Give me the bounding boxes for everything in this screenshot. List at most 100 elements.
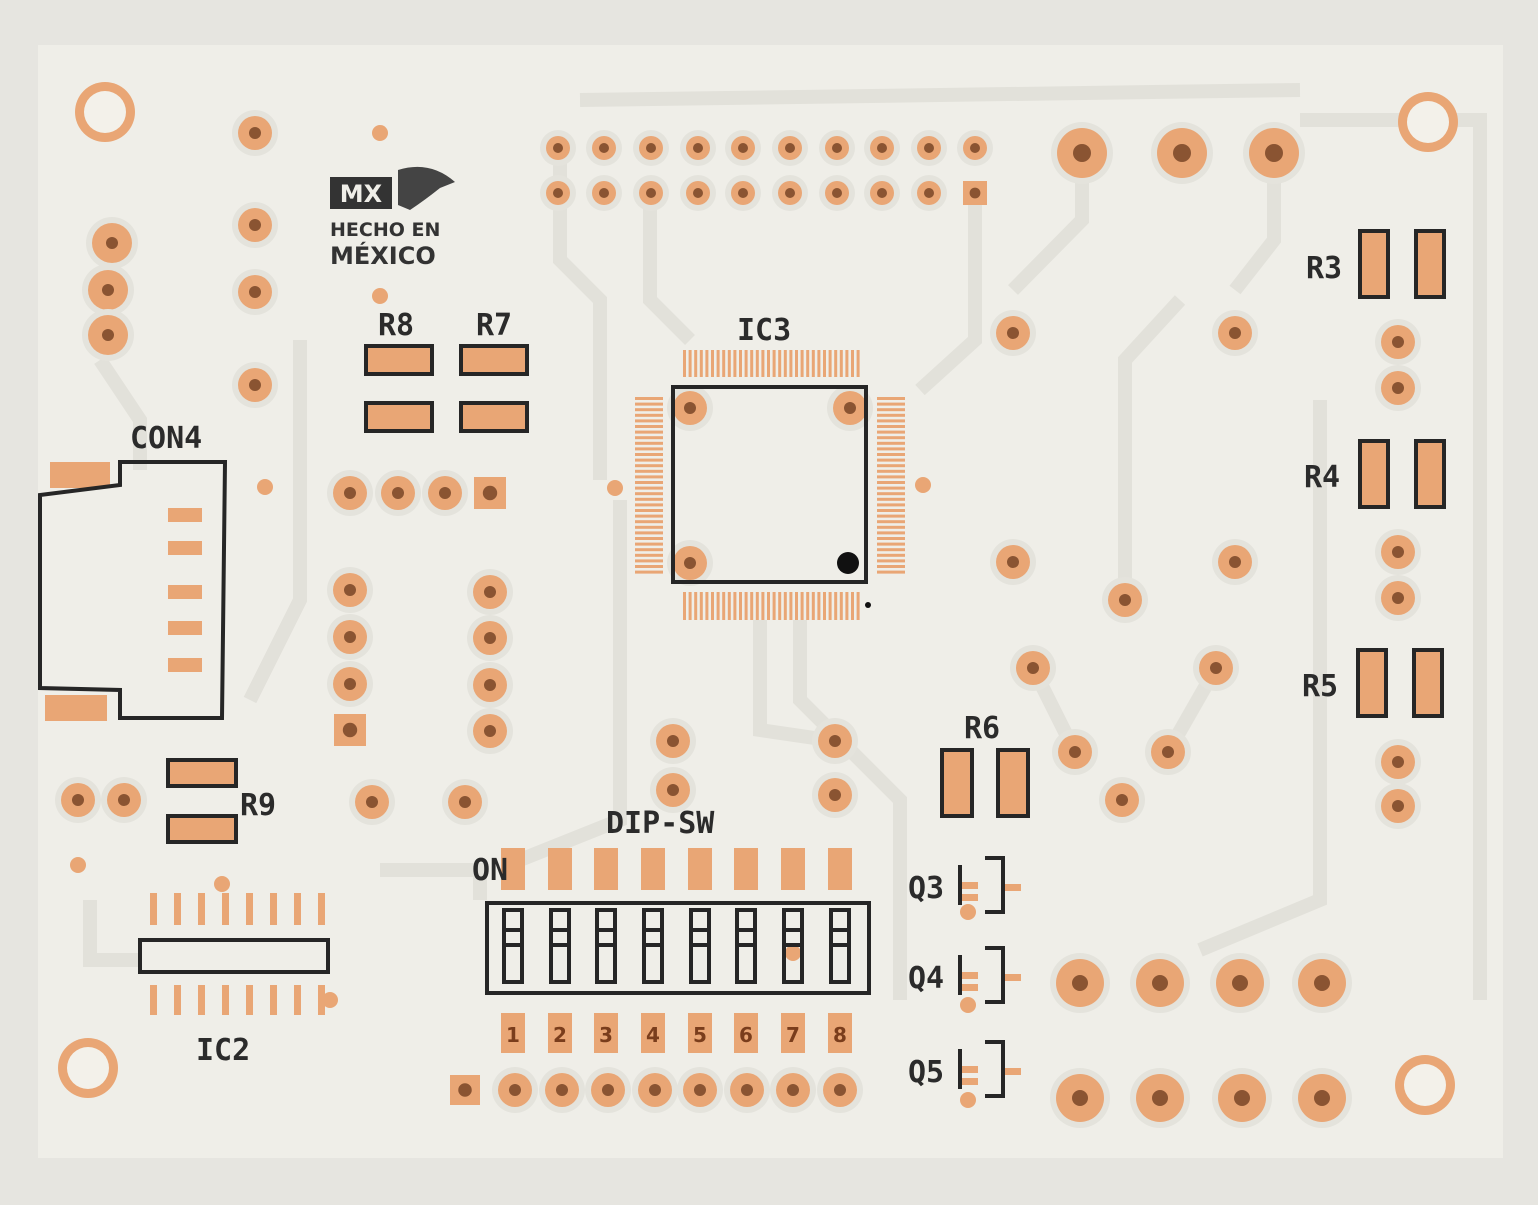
label-r7: R7 <box>476 308 512 343</box>
ic3-pin <box>877 408 905 412</box>
ic3-pin <box>877 509 905 512</box>
drill-hole <box>738 143 748 153</box>
ic2-pin <box>270 985 277 1015</box>
drill-hole <box>1173 144 1191 162</box>
ic3-pin <box>744 350 748 377</box>
ic3-pin <box>877 553 905 557</box>
drill-hole <box>482 485 498 501</box>
ic3-pin <box>635 397 663 400</box>
drill-hole <box>787 1084 799 1096</box>
dip-pad-bottom <box>688 1013 712 1053</box>
ic3-pin <box>877 492 905 496</box>
drill-hole <box>72 794 84 806</box>
ic2-pin <box>174 985 181 1015</box>
drill-hole <box>667 735 679 747</box>
ic2-pin <box>150 985 157 1015</box>
drill-hole <box>667 784 679 796</box>
drill-hole <box>1073 144 1091 162</box>
ic3-pin <box>795 350 798 377</box>
ic3-pin <box>877 559 905 563</box>
label-ic3: IC3 <box>737 313 791 348</box>
ic3-pin <box>739 350 742 377</box>
ic3-pin <box>705 592 709 620</box>
ic3-pin <box>877 548 905 552</box>
label-r8: R8 <box>378 308 414 343</box>
via <box>960 997 976 1013</box>
ic3-pin <box>694 592 698 620</box>
drill-hole <box>1392 382 1404 394</box>
svg-text:8: 8 <box>833 1023 847 1047</box>
drill-hole <box>1027 662 1039 674</box>
drill-hole <box>484 632 496 644</box>
ic2-pin <box>294 985 301 1015</box>
drill-hole <box>1392 336 1404 348</box>
ic3-pin <box>635 492 663 496</box>
ic3-pin <box>877 464 905 468</box>
dip-pad-top <box>828 848 852 890</box>
ic3-outline <box>671 385 868 584</box>
smd-pad <box>1362 443 1386 505</box>
ic3-pin <box>877 486 905 490</box>
ic3-pin <box>877 447 905 451</box>
drill-hole <box>599 143 609 153</box>
ic3-pin <box>635 453 663 456</box>
svg-text:5: 5 <box>693 1023 707 1047</box>
drill-hole <box>249 127 261 139</box>
svg-text:MÉXICO: MÉXICO <box>330 241 436 270</box>
drill-hole <box>553 188 563 198</box>
dip-pad-top <box>781 848 805 890</box>
drill-hole <box>1314 975 1330 991</box>
ic3-pin <box>877 469 905 473</box>
ic3-pin <box>877 497 905 501</box>
ic3-pin <box>877 419 905 423</box>
drill-hole <box>1392 592 1404 604</box>
ic3-pin <box>635 475 663 479</box>
ic3-pin <box>877 570 905 574</box>
transistor-pad <box>960 1066 978 1073</box>
drill-hole <box>1234 1090 1250 1106</box>
ic3-pin <box>635 537 663 540</box>
ic3-pin <box>877 453 905 456</box>
label-r5: R5 <box>1302 669 1338 704</box>
drill-hole <box>741 1084 753 1096</box>
drill-hole <box>969 187 981 199</box>
ic3-pin <box>705 350 709 377</box>
drill-hole <box>366 796 378 808</box>
svg-text:3: 3 <box>599 1023 613 1047</box>
ic3-pin <box>778 350 782 377</box>
ic2-outline <box>138 938 330 974</box>
pin1-dot <box>837 552 859 574</box>
drill-hole <box>684 557 696 569</box>
ic3-pin <box>823 350 826 377</box>
via <box>915 477 931 493</box>
ic3-pin <box>635 469 663 473</box>
ic3-pin <box>635 481 663 484</box>
ic3-pin <box>635 525 663 529</box>
ic3-pin <box>722 350 726 377</box>
ic2-pin <box>294 893 301 925</box>
drill-hole <box>1229 327 1241 339</box>
drill-hole <box>1392 800 1404 812</box>
dip-switch-outline <box>485 901 871 995</box>
drill-hole <box>249 219 261 231</box>
ic3-pin <box>772 592 776 620</box>
label-r9: R9 <box>240 788 276 823</box>
ic3-pin <box>834 350 838 377</box>
ic3-pin <box>694 350 698 377</box>
drill-hole <box>118 794 130 806</box>
smd-pad <box>1000 752 1026 814</box>
ic3-pin <box>635 542 663 546</box>
ic3-pin <box>817 592 821 620</box>
drill-hole <box>646 143 656 153</box>
ic2-pin <box>198 985 205 1015</box>
drill-hole <box>1116 794 1128 806</box>
ic3-pin <box>877 514 905 518</box>
via <box>322 992 338 1008</box>
drill-hole <box>392 487 404 499</box>
transistor-pad <box>1003 884 1021 891</box>
drill-hole <box>693 143 703 153</box>
ic3-pin <box>817 350 821 377</box>
con4-outline <box>38 460 228 720</box>
con4-pad <box>168 585 202 599</box>
